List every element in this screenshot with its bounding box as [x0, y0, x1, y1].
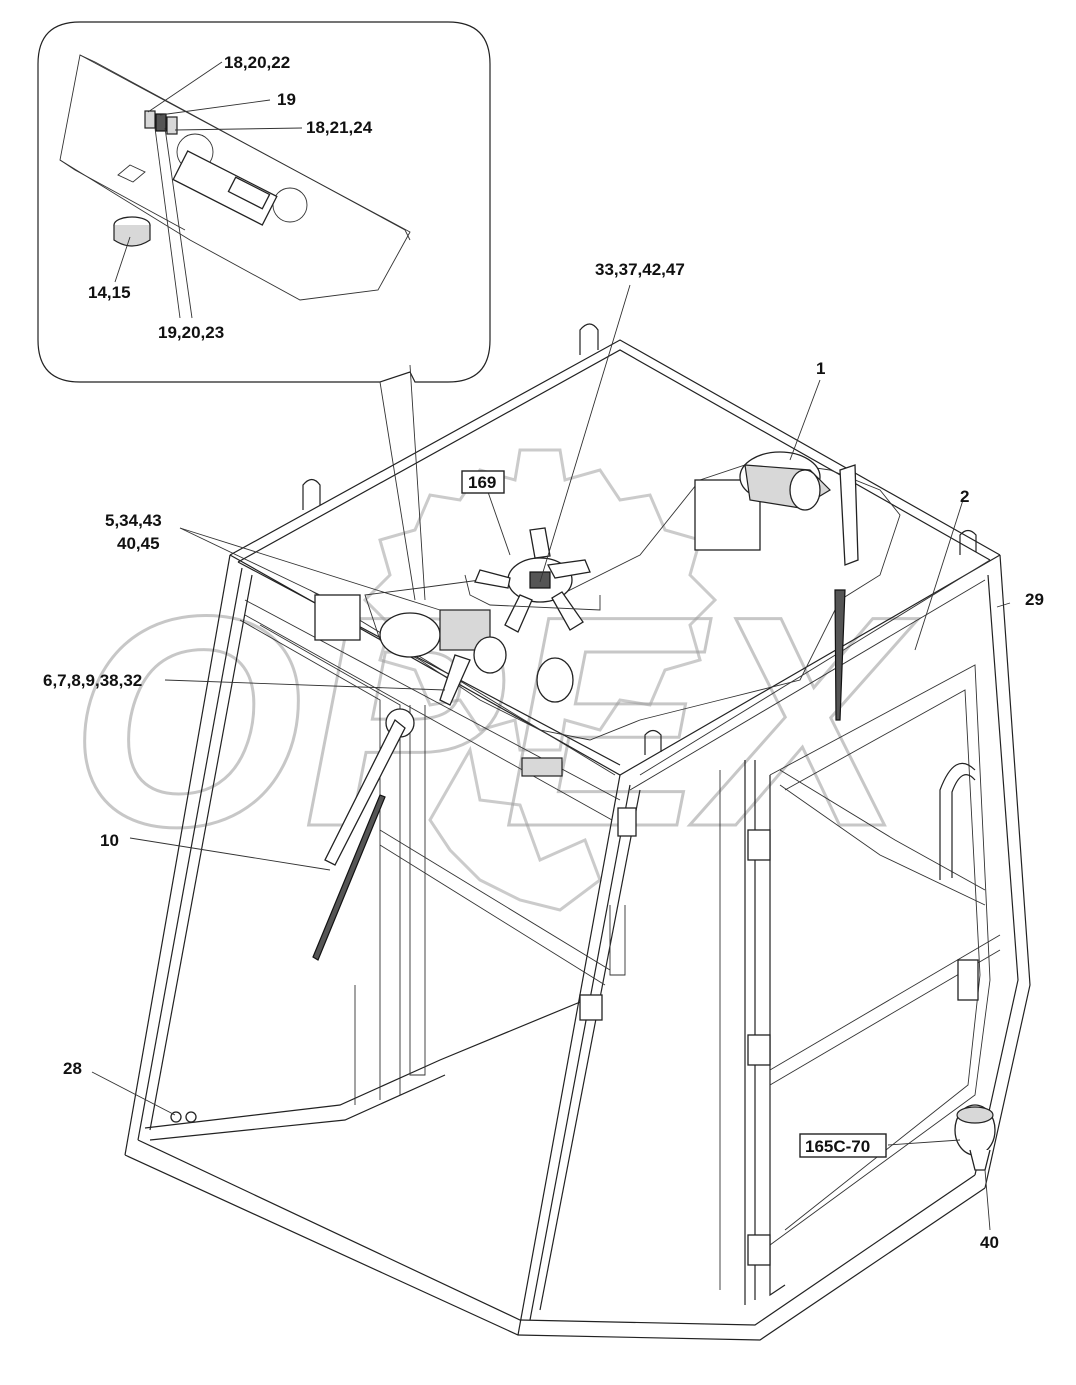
roof-components	[170, 451, 996, 1171]
fan-icon	[464, 527, 601, 633]
callouts: 18,20,22 19 18,21,24 14,15 19,20,23 33,3…	[43, 53, 1044, 1252]
watermark-text: OPEX	[70, 553, 919, 889]
callout-165c-70-box	[799, 1133, 887, 1158]
callout-19: 19	[277, 90, 296, 109]
callout-5-34-43: 5,34,43	[105, 511, 162, 530]
callout-18-21-24: 18,21,24	[306, 118, 373, 137]
cab-frame	[124, 323, 1031, 1341]
watermark: OPEX	[69, 448, 921, 912]
callout-29: 29	[1025, 590, 1044, 609]
callout-33-37-42-47: 33,37,42,47	[595, 260, 685, 279]
callout-169: 169	[468, 473, 496, 492]
callout-28: 28	[63, 1059, 82, 1078]
callout-169-box	[461, 470, 505, 494]
callout-6-7-8-9-38-32: 6,7,8,9,38,32	[43, 671, 142, 690]
callout-1: 1	[816, 359, 825, 378]
callout-18-20-22: 18,20,22	[224, 53, 290, 72]
callout-19-20-23: 19,20,23	[158, 323, 224, 342]
watermark-gear-icon	[362, 448, 718, 752]
leader-lines	[91, 284, 1011, 1231]
callout-10: 10	[100, 831, 119, 850]
callout-14-15: 14,15	[88, 283, 131, 302]
callout-40-45: 40,45	[117, 534, 160, 553]
inset-detail	[37, 21, 491, 383]
callout-2: 2	[960, 487, 969, 506]
callout-40: 40	[980, 1233, 999, 1252]
callout-165c-70: 165C-70	[805, 1137, 870, 1156]
